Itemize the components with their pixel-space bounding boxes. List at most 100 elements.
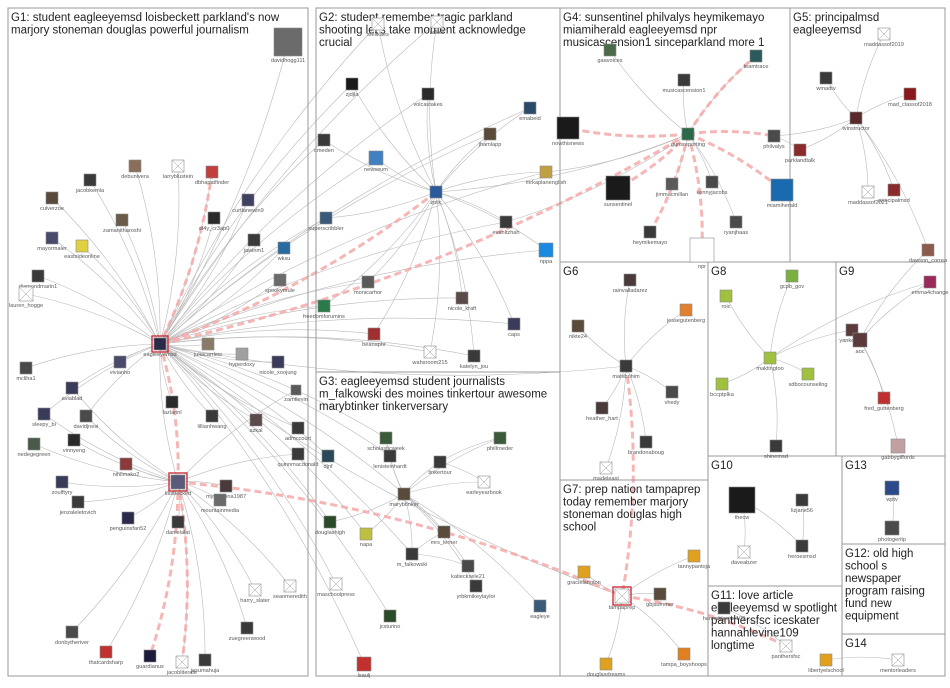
node-evanltzhah[interactable]: evanltzhah [492,215,520,236]
node-parklandtalk[interactable]: parklandtalk [785,143,815,164]
node-gcpb_gov[interactable]: gcpb_gov [780,269,804,290]
node-danielalat[interactable]: danielalat [166,515,190,536]
node-azkal[interactable]: azkal [249,413,263,434]
node-emabeid[interactable]: emabeid [519,101,541,122]
node-scholasticweek[interactable]: scholasticweek [367,431,405,452]
node-heather_hart[interactable]: heather_hart [586,401,618,422]
node-fazlarinl[interactable]: fazlarinl [162,395,182,416]
node-mahibrihim[interactable]: mahibrihim [612,359,640,380]
node-sdbocounseling[interactable]: sdbocounseling [789,367,828,388]
node-zjdjla[interactable]: zjdjla [346,77,360,98]
node-musicascension1[interactable]: musicascension1 [663,73,706,94]
node-shinemsd[interactable]: shinemsd [764,439,788,460]
node-nihilmako2[interactable]: nihilmako2 [113,457,140,478]
node-jasumahuja[interactable]: jasumahuja [190,653,220,674]
node-jacobkemla[interactable]: jacobkemla [75,173,105,194]
node-mcliha1[interactable]: mcliha1 [16,361,36,382]
node-diamondmarin1[interactable]: diamondmarin1 [19,269,58,290]
node-mad_classof2018[interactable]: mad_classof2018 [888,87,932,108]
node-earleyearbook[interactable]: earleyearbook [466,475,502,496]
node-jacobliterate[interactable]: jacobliterate [166,655,197,676]
node-zamanitharoshi[interactable]: zamanitharoshi [103,213,141,234]
node-penguinsfan52[interactable]: penguinsfan52 [110,511,147,532]
node-hannahlevine109[interactable]: hannahlevine109 [703,601,746,622]
node-jhamlapp[interactable]: jhamlapp [478,127,502,148]
node-zplic[interactable]: zplic [429,185,443,206]
node-thecw[interactable]: thecw [728,486,756,521]
node-gracielangton[interactable]: gracielangton [567,565,601,586]
node-panthersfsc[interactable]: panthersfsc [772,639,801,660]
node-photogeritp[interactable]: photogeritp [878,520,906,543]
node-hyperdoxy[interactable]: hyperdoxy [229,347,255,368]
node-eagleye[interactable]: eagleye [530,599,550,620]
node-guardianus[interactable]: guardianus [136,649,164,670]
node-davidjnesi[interactable]: davidjnesi [74,409,99,430]
node-admccourt[interactable]: admccourt [285,421,312,442]
node-sunsentinel[interactable]: sunsentinel [604,175,632,208]
node-dbhapatfinder[interactable]: dbhapatfinder [195,165,229,186]
node-nikte24[interactable]: nikte24 [569,319,587,340]
node-stellkaes[interactable]: stellkaes [367,17,389,38]
node-teamtrace[interactable]: teamtrace [744,49,769,70]
node-cmeden[interactable]: cmeden [314,133,334,154]
node-quinnmacdonald[interactable]: quinnmacdonald [277,447,319,468]
node-madeleast[interactable]: madeleast [593,461,619,482]
node-harry_slater[interactable]: harry_slater [240,583,270,604]
node-mrs_lerner[interactable]: mrs_lerner [431,525,458,546]
node-katelyn_jou[interactable]: katelyn_jou [460,349,488,370]
node-principalmsd[interactable]: principalmsd [878,183,910,204]
node-m_falkowski[interactable]: m_falkowski [397,547,427,568]
node-superscribbler[interactable]: superscribbler [308,211,344,232]
node-tampaprep[interactable]: tampaprep [609,586,636,611]
node-culverzoe[interactable]: culverzoe [40,191,64,212]
node-mountainmedia[interactable]: mountainmedia [201,493,240,514]
node-jimmacmillan[interactable]: jimmacmillan [655,177,688,198]
node-nppa[interactable]: nppa [538,242,554,265]
node-mayormaler[interactable]: mayormaler [37,231,67,252]
node-zoulftyry[interactable]: zoulftyry [52,475,73,496]
node-lenisteinhardt[interactable]: lenisteinhardt [373,449,407,470]
node-zamtlevin[interactable]: zamtlevin [284,384,308,403]
node-roic[interactable]: roic [719,289,733,310]
node-marybtinker[interactable]: marybtinker [389,487,419,508]
node-mentorleaders[interactable]: mentorleaders [880,653,916,674]
node-adkell[interactable]: adkell [430,15,445,36]
node-seanmeredith[interactable]: seanmeredith [273,579,307,600]
node-loisbeckett[interactable]: loisbeckett [165,472,192,497]
node-wksu[interactable]: wksu [277,241,291,262]
node-wmadtv[interactable]: wmadtv [815,71,836,92]
node-zuegreenwood[interactable]: zuegreenwood [229,621,266,642]
node-mrkaplanenglish[interactable]: mrkaplanenglish [526,165,567,186]
node-maddassof2019[interactable]: maddassof2019 [864,27,904,48]
node-ryanjhaas[interactable]: ryanjhaas [724,215,748,236]
node-vinnyeng[interactable]: vinnyeng [63,433,85,454]
node-tampa_boyshoops[interactable]: tampa_boyshoops [661,647,707,668]
node-tannypantoja[interactable]: tannypantoja [678,549,711,570]
node-maddassof2021[interactable]: maddassof2021 [848,185,888,206]
node-heymikemayo[interactable]: heymikemayo [633,225,668,246]
node-donbytheriver[interactable]: donbytheriver [55,625,89,646]
node-newseum[interactable]: newseum [364,150,388,173]
node-katiecksele21[interactable]: katiecksele21 [451,559,485,580]
node-thatcardsharp[interactable]: thatcardsharp [89,645,123,666]
node-gaavoices[interactable]: gaavoices [597,43,623,64]
node-freedomforumins[interactable]: freedomforumins [303,299,345,320]
node-tinkertour[interactable]: tinkertour [428,455,452,476]
node-debunivera[interactable]: debunivera [121,159,150,180]
node-volcastakes[interactable]: volcastakes [413,87,443,108]
node-douglasdreams[interactable]: douglasdreams [587,657,625,678]
node-lsaulj[interactable]: lsaulj [356,656,372,679]
node-eagleeyemsd[interactable]: eagleeyemsd [143,335,177,358]
node-daveabzer[interactable]: daveabzer [731,545,757,566]
node-emma4change[interactable]: emma4change [911,275,949,296]
node-maktingtoo[interactable]: maktingtoo [756,351,784,372]
node-tvinstructor[interactable]: tvinstructor [842,111,870,132]
node-davidhogg111[interactable]: davidhogg111 [271,27,305,64]
node-eastsideonline[interactable]: eastsideonline [64,239,100,260]
node-kennyjacobs[interactable]: kennyjacobs [696,175,728,196]
node-maschoolpress[interactable]: maschoolpress [317,577,355,598]
node-juliacarrlew[interactable]: juliacarrlew [193,337,223,358]
node-at4y_cr3ap0[interactable]: at4y_cr3ap0 [199,211,230,232]
node-dawson_correa[interactable]: dawson_correa [909,243,948,264]
node-douglashigh[interactable]: douglashigh [315,515,345,536]
